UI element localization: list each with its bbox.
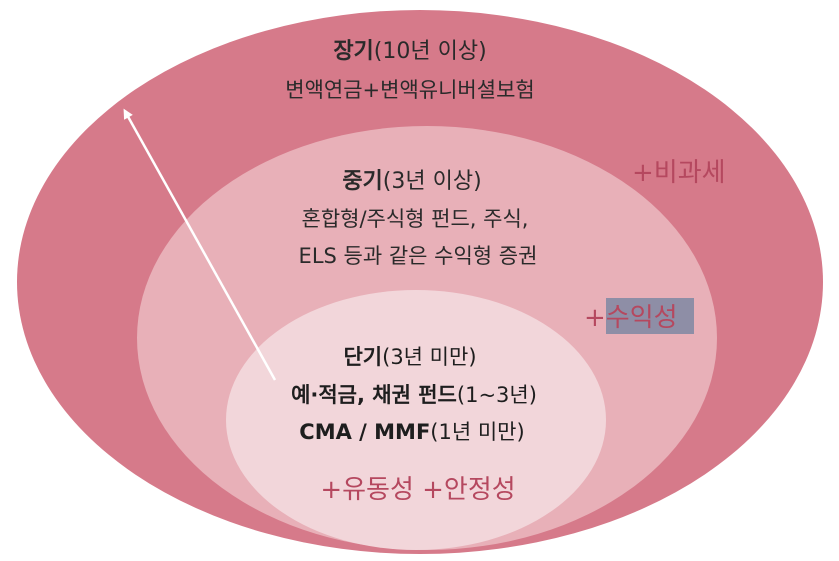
short-term-products-line1: 예·적금, 채권 펀드(1~3년) (291, 383, 537, 407)
mid-term-title: 중기(3년 이상) (342, 169, 481, 194)
liquidity-safety-badge: +유동성 +안정성 (320, 475, 515, 505)
mid-term-products-line2: ELS 등과 같은 수익형 증권 (299, 244, 538, 268)
short-term-ellipse (226, 290, 606, 550)
long-term-title: 장기(10년 이상) (333, 39, 486, 64)
mid-term-products-line1: 혼합형/주식형 펀드, 주식, (302, 207, 529, 231)
profit-badge: +수익성 (584, 303, 678, 333)
long-term-products: 변액연금+변액유니버셜보험 (285, 78, 534, 102)
tax-free-badge: +비과세 (632, 158, 726, 188)
growth-arrow (123, 108, 277, 381)
profit-highlight (606, 298, 694, 334)
short-term-title: 단기(3년 미만) (343, 345, 476, 369)
short-term-products-line2: CMA / MMF(1년 미만) (299, 420, 524, 444)
